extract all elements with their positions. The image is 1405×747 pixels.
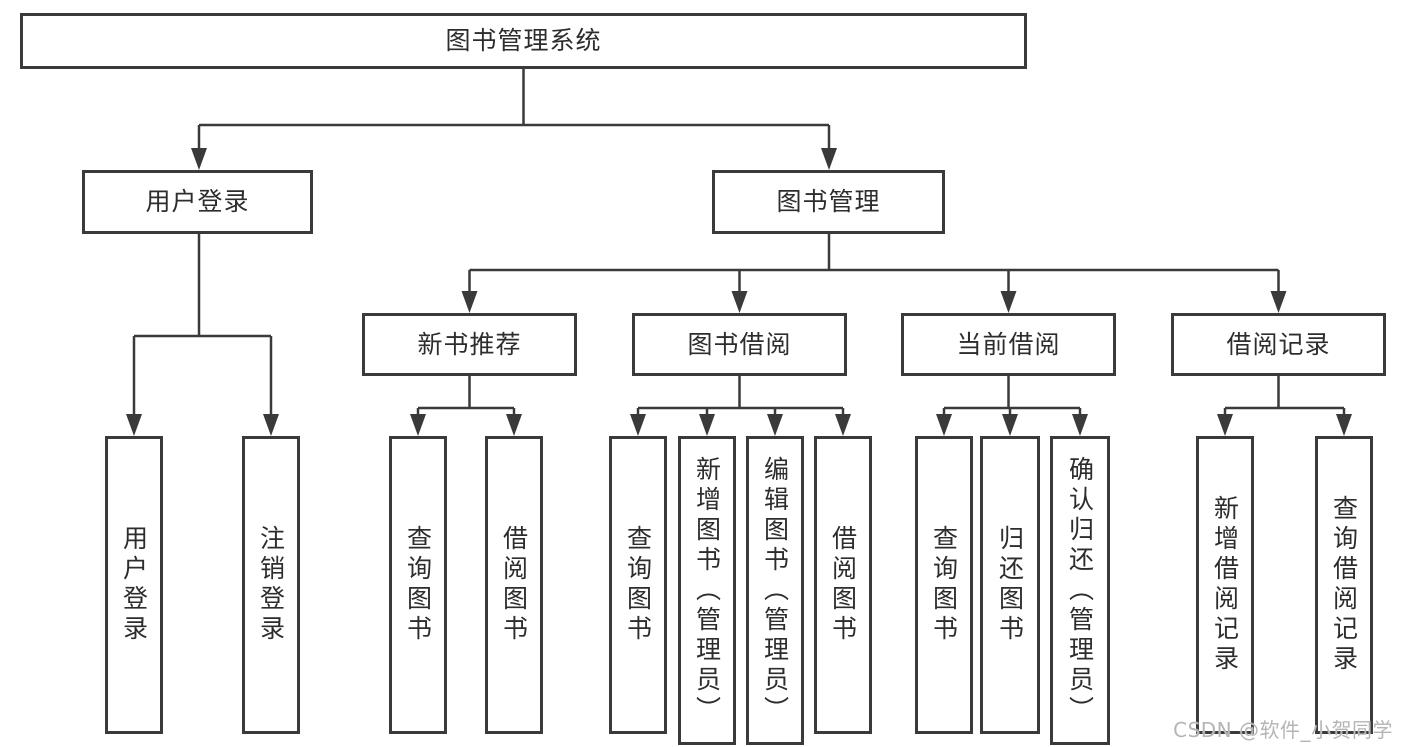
node-book-management: 图书管理 [712, 170, 945, 234]
leaf-borrow-books-1: 借阅图书 [485, 436, 543, 734]
node-book-borrowing: 图书借阅 [632, 313, 847, 376]
leaf-user-login: 用户登录 [105, 436, 163, 734]
csdn-watermark: CSDN @软件_小贺同学 [1173, 718, 1393, 742]
leaf-add-book-admin: 新增图书（管理员） [678, 436, 736, 745]
leaf-add-borrow-record-label: 新增借阅记录 [1210, 495, 1240, 675]
leaf-query-borrow-record-label: 查询借阅记录 [1329, 495, 1359, 675]
leaf-confirm-return-admin: 确认归还（管理员） [1050, 436, 1110, 745]
leaf-user-login-label: 用户登录 [119, 525, 149, 645]
node-user-login: 用户登录 [82, 170, 313, 234]
leaf-confirm-return-admin-label: 确认归还（管理员） [1065, 455, 1095, 726]
leaf-return-book: 归还图书 [980, 436, 1040, 734]
leaf-borrow-books-2-label: 借阅图书 [828, 525, 858, 645]
leaf-logout-label: 注销登录 [256, 525, 286, 645]
leaf-query-books-3-label: 查询图书 [929, 525, 959, 645]
leaf-borrow-books-2: 借阅图书 [814, 436, 872, 734]
leaf-query-books-3: 查询图书 [915, 436, 973, 734]
leaf-query-books-1-label: 查询图书 [403, 525, 433, 645]
node-current-borrowing: 当前借阅 [901, 313, 1116, 376]
leaf-query-books-2-label: 查询图书 [623, 525, 653, 645]
node-new-book-recommendation: 新书推荐 [362, 313, 577, 376]
leaf-logout: 注销登录 [242, 436, 300, 734]
leaf-query-books-1: 查询图书 [389, 436, 447, 734]
leaf-edit-book-admin-label: 编辑图书（管理员） [760, 455, 790, 726]
leaf-edit-book-admin: 编辑图书（管理员） [746, 436, 804, 745]
leaf-return-book-label: 归还图书 [995, 525, 1025, 645]
node-borrowing-records: 借阅记录 [1171, 313, 1386, 376]
leaf-add-borrow-record: 新增借阅记录 [1196, 436, 1254, 734]
leaf-query-books-2: 查询图书 [609, 436, 667, 734]
leaf-query-borrow-record: 查询借阅记录 [1315, 436, 1373, 734]
leaf-add-book-admin-label: 新增图书（管理员） [692, 455, 722, 726]
node-book-management-system: 图书管理系统 [20, 13, 1027, 69]
leaf-borrow-books-1-label: 借阅图书 [499, 525, 529, 645]
